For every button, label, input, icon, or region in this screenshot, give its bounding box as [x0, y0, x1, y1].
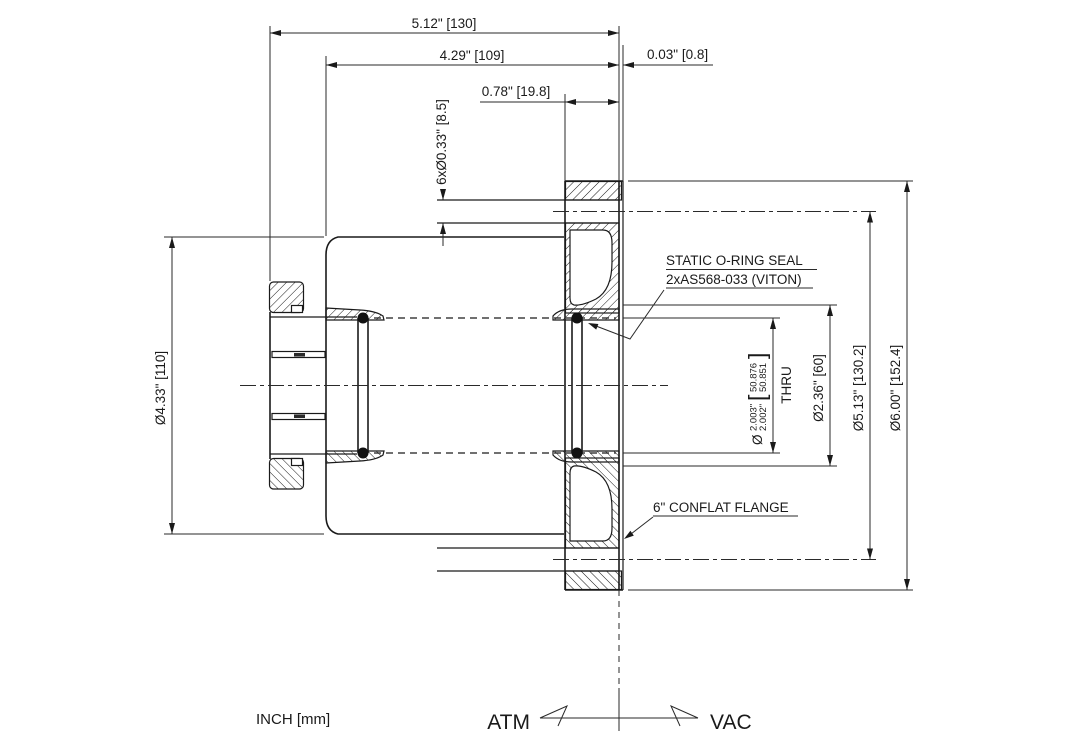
dim-face-offset: 0.03" [0.8] — [647, 47, 708, 62]
dim-bore-diameter: Ø 2.003" 2.002" [ 50.876 50.851 ] — [744, 353, 770, 445]
atm-vac-indicator: ATM VAC — [487, 705, 752, 734]
dim-flange-thickness: 0.78" [19.8] — [482, 84, 551, 99]
oring-cross-sections — [357, 312, 583, 459]
units-note: INCH [mm] — [256, 711, 330, 728]
atm-arrow-symbol — [539, 705, 568, 727]
dim-bore-mm-lower: 50.851 — [758, 363, 769, 392]
atm-label: ATM — [487, 711, 530, 734]
centerlines — [240, 211, 876, 731]
oring-seal-callout: STATIC O-RING SEAL 2xAS568-033 (VITON) — [588, 253, 817, 340]
flange-rim-section — [564, 180, 623, 201]
dim-bore-prefix: Ø — [750, 434, 765, 445]
dim-bore-inch-lower: 2.002" — [758, 404, 769, 431]
dim-bore-bracket-close: ] — [744, 353, 770, 359]
dim-bore-inch-upper: 2.003" — [749, 404, 760, 431]
dim-bolt-circle: Ø5.13" [130.2] — [851, 345, 866, 432]
flange-leader-arrow — [624, 530, 634, 539]
conflat-flange-label: 6" CONFLAT FLANGE — [653, 500, 789, 515]
dimension-lines — [169, 30, 910, 590]
dim-overall-length: 5.12" [130] — [412, 16, 477, 31]
flange-oring-gland — [552, 308, 620, 321]
dim-bore-thru: THRU — [779, 366, 794, 404]
dim-body-length: 4.29" [109] — [440, 48, 505, 63]
dim-bolt-holes: 6xØ0.33" [8.5] — [434, 99, 449, 185]
vac-label: VAC — [710, 711, 752, 734]
dim-bore-bracket-open: [ — [744, 394, 770, 401]
oring-seal-label-line1: STATIC O-RING SEAL — [666, 253, 803, 268]
part-cross-section-half — [268, 180, 623, 359]
drive-pin — [271, 350, 326, 359]
oring-leader-arrow — [588, 323, 599, 330]
flange-web-relief — [569, 229, 613, 306]
oring-seal-label-line2: 2xAS568-033 (VITON) — [666, 272, 802, 287]
conflat-flange-callout: 6" CONFLAT FLANGE — [624, 500, 798, 539]
dim-groove-od: Ø2.36" [60] — [811, 354, 826, 422]
drive-pin-mark — [294, 353, 305, 357]
nut-section — [268, 281, 305, 314]
dim-flange-od: Ø6.00" [152.4] — [888, 345, 903, 432]
body-outline — [325, 236, 564, 320]
dim-body-od: Ø4.33" [110] — [153, 351, 168, 425]
extension-lines — [164, 26, 913, 591]
part-cross-section-mirror — [268, 412, 624, 591]
oring-leader-line — [595, 289, 665, 340]
nut-notch — [290, 304, 304, 314]
flange-leader-line — [630, 516, 654, 535]
vac-arrow-symbol — [670, 705, 699, 727]
dim-bore-mm-upper: 50.876 — [749, 363, 760, 392]
